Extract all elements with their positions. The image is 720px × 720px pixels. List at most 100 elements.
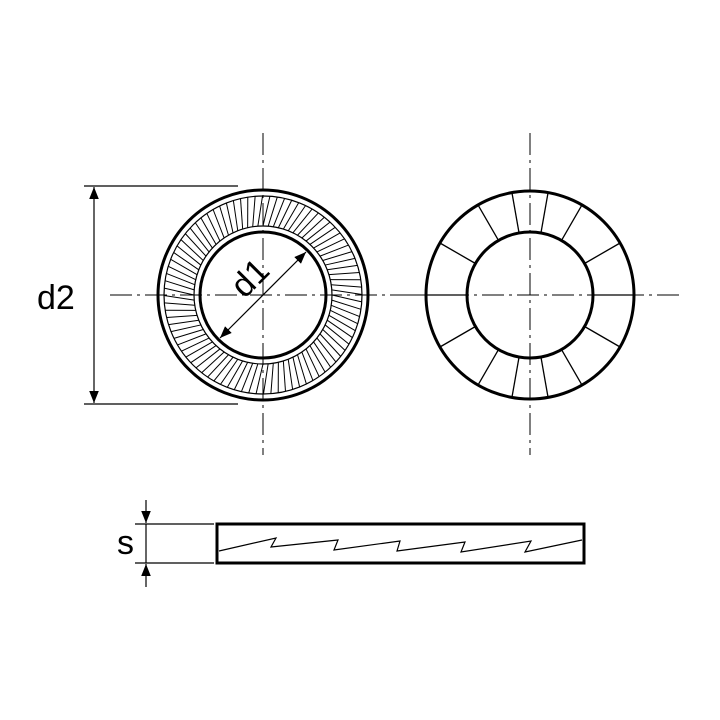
serration-line (319, 244, 349, 257)
serration-line (189, 227, 210, 253)
serration-line (270, 363, 274, 394)
serration-line (200, 217, 217, 245)
serration-line (173, 329, 204, 339)
serration-line (180, 239, 204, 261)
d1-dimension-line (219, 251, 307, 339)
serration-line (176, 245, 202, 266)
segment-line (540, 356, 549, 398)
segment-line (439, 242, 476, 265)
serration-line (309, 226, 336, 245)
serration-line (301, 216, 325, 239)
serration-line (257, 195, 264, 227)
serration-line (325, 257, 356, 266)
serration-line (313, 341, 332, 368)
serration-line (173, 252, 200, 271)
serration-line (277, 200, 293, 228)
serration-line (287, 359, 294, 390)
serration-line (313, 232, 341, 249)
serration-line (297, 212, 319, 236)
serration-line (316, 337, 337, 363)
serration-line (331, 294, 362, 303)
serration-line (292, 208, 313, 234)
serration-line (232, 200, 239, 231)
serration-line (177, 333, 207, 346)
serration-line (331, 289, 363, 296)
serration-line (330, 309, 358, 325)
front-outer-tooth-circle (163, 195, 363, 395)
serration-line (181, 337, 210, 352)
serration-line (220, 358, 239, 385)
serration-line (163, 294, 195, 301)
serration-line (207, 354, 229, 378)
serration-line (184, 233, 207, 257)
segment-line (439, 325, 476, 348)
serration-line (301, 351, 314, 381)
serration-line (194, 222, 213, 249)
side-view (215, 522, 586, 565)
d1-label: d1 (223, 251, 277, 305)
serration-line (328, 272, 360, 276)
serration-line (282, 360, 286, 392)
serration-line (164, 287, 195, 296)
serration-line (319, 333, 342, 357)
serration-line (287, 205, 306, 232)
segment-line (584, 325, 621, 348)
serration-line (326, 319, 353, 338)
serration-line (164, 302, 195, 306)
serration-line (324, 324, 350, 345)
front-inner-circle (198, 230, 328, 360)
serration-lines (163, 195, 363, 395)
serration-line (190, 345, 217, 364)
serration-line (166, 272, 195, 286)
serration-line (255, 363, 264, 394)
s-label: s (117, 524, 134, 562)
segment-line (560, 204, 583, 241)
serration-line (166, 314, 198, 318)
serration-line (206, 213, 221, 242)
front-view (110, 133, 415, 455)
serration-line (322, 329, 346, 351)
serration-line (240, 363, 254, 392)
washer-side-profile (215, 522, 586, 565)
serration-line (267, 196, 278, 227)
serration-line (212, 209, 225, 239)
segment-line (511, 192, 520, 234)
d2-label: d2 (37, 279, 75, 317)
serration-line (262, 363, 269, 395)
serration-line (282, 202, 300, 230)
serration-line (322, 251, 353, 261)
serration-line (309, 345, 326, 373)
front-outer-circle (156, 188, 370, 402)
segment-line (584, 242, 621, 265)
segment-line (540, 192, 549, 234)
rear-view (412, 133, 682, 455)
serration-line (328, 314, 356, 332)
serration-line (185, 341, 213, 358)
segment-line (477, 204, 500, 241)
serration-line (201, 351, 225, 374)
d2-dimension: d2 (37, 185, 238, 405)
serration-line (331, 284, 362, 288)
front-inner-tooth-circle (193, 225, 333, 365)
serration-line (168, 319, 199, 326)
side-serration-profile (218, 537, 583, 553)
serration-line (168, 265, 196, 281)
serration-line (226, 360, 244, 388)
radial-segment-lines (426, 192, 634, 398)
serration-line (225, 202, 234, 233)
segment-line (560, 349, 583, 386)
serration-line (252, 196, 256, 227)
segment-line (511, 356, 520, 398)
serration-line (331, 299, 362, 310)
serration-line (164, 280, 195, 291)
serration-line (219, 205, 229, 236)
serration-line (213, 356, 234, 382)
serration-line (331, 304, 360, 318)
s-dimension: s (117, 500, 214, 587)
serration-line (316, 238, 345, 253)
serration-line (272, 198, 286, 227)
serration-line (292, 357, 301, 388)
serration-line (240, 198, 244, 230)
serration-line (170, 258, 198, 276)
